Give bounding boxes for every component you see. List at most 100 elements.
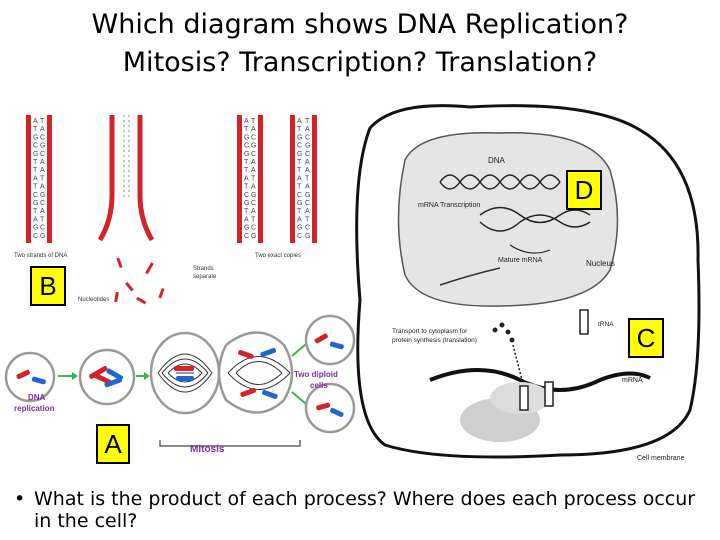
base-letter: C [251, 225, 256, 232]
anaphase-cell [217, 331, 294, 414]
base-letter: C [305, 134, 310, 141]
base-letter: T [305, 175, 310, 182]
mrna-label: mRNA [622, 377, 643, 384]
strands-label: Two strands of DNA [14, 253, 67, 259]
base-letter: T [297, 126, 302, 133]
replicated-cell [78, 348, 136, 406]
base-letter: G [297, 134, 302, 141]
cell-diagram: DNA mRNA Transcription Mature mRNA Nucle… [355, 104, 701, 462]
base-letter: C [40, 225, 45, 232]
base-letter: G [305, 143, 310, 150]
base-letter: G [40, 143, 45, 150]
base-letter: A [244, 118, 249, 125]
base-letter: C [40, 151, 45, 158]
dna-helix [439, 174, 561, 190]
base-letter: C [305, 200, 310, 207]
base-letter: G [297, 225, 302, 232]
cell-membrane-outline [355, 104, 701, 459]
mature-mrna-label: Mature mRNA [498, 257, 543, 264]
nucleus-label: Nucleus [586, 259, 615, 268]
base-letter: A [40, 184, 45, 191]
base-letter: A [297, 175, 302, 182]
base-letter: T [251, 175, 256, 182]
nucleotides-label: Nucleotides [78, 297, 109, 303]
base-letter: G [40, 233, 45, 240]
base-letter: G [297, 151, 302, 158]
dna-label: DNA [488, 156, 506, 165]
base-letter: A [305, 184, 310, 191]
base-letter: A [33, 175, 38, 182]
mitosis-label: Mitosis [190, 444, 225, 455]
base-letter: A [305, 159, 310, 166]
base-letter: A [40, 159, 45, 166]
daughter-cell-2 [304, 382, 356, 434]
base-letter: T [244, 126, 249, 133]
base-letter: A [297, 118, 302, 125]
base-letter: G [244, 225, 249, 232]
base-letter: A [305, 167, 310, 174]
base-letter: T [40, 175, 45, 182]
metaphase-cell [149, 331, 221, 415]
base-letter: C [251, 200, 256, 207]
mrna-strand [509, 244, 551, 254]
base-letter: G [305, 233, 310, 240]
base-letter: A [40, 126, 45, 133]
base-letter: T [297, 208, 302, 215]
base-letter: T [244, 184, 249, 191]
base-letter: T [33, 167, 38, 174]
base-letter: C [297, 143, 302, 150]
transcription-bubble [479, 206, 591, 232]
base-letter: A [33, 118, 38, 125]
base-letter: T [297, 184, 302, 191]
base-letter: C [33, 192, 38, 199]
label-b: B [30, 266, 66, 306]
daughter-cell-1 [304, 314, 356, 366]
cell-membrane-label: Cell membrane [637, 455, 685, 462]
base-letter: A [244, 216, 249, 223]
base-letter: A [305, 208, 310, 215]
base-letter: C [244, 143, 249, 150]
base-letter: T [40, 216, 45, 223]
base-letter: G [251, 143, 256, 150]
nucleus [397, 131, 619, 307]
arrow-3 [291, 343, 307, 357]
label-d: D [566, 170, 602, 210]
base-letter: G [33, 200, 38, 207]
replication-fork [97, 115, 155, 242]
base-letter: T [33, 159, 38, 166]
title-line-1: Which diagram shows DNA Replication? [91, 9, 629, 40]
base-letter: G [251, 233, 256, 240]
base-letter: T [251, 216, 256, 223]
base-letter: G [244, 151, 249, 158]
base-letter: T [33, 126, 38, 133]
base-letter: T [40, 118, 45, 125]
base-letter: C [251, 151, 256, 158]
mrna-exit-arrow [439, 267, 501, 286]
base-letter: A [251, 126, 256, 133]
base-letter: C [40, 200, 45, 207]
base-letter: G [251, 192, 256, 199]
base-letter: A [297, 216, 302, 223]
base-letter: G [244, 200, 249, 207]
base-letter: C [33, 233, 38, 240]
base-letter: A [33, 216, 38, 223]
mrna-transcription-label: mRNA Transcription [418, 202, 480, 209]
base-letter: C [305, 151, 310, 158]
free-nucleotides [114, 257, 165, 305]
base-letter: C [297, 233, 302, 240]
base-letter: G [244, 134, 249, 141]
base-letter: A [251, 159, 256, 166]
base-letter: C [33, 143, 38, 150]
base-letter: G [33, 134, 38, 141]
base-letter: A [40, 167, 45, 174]
